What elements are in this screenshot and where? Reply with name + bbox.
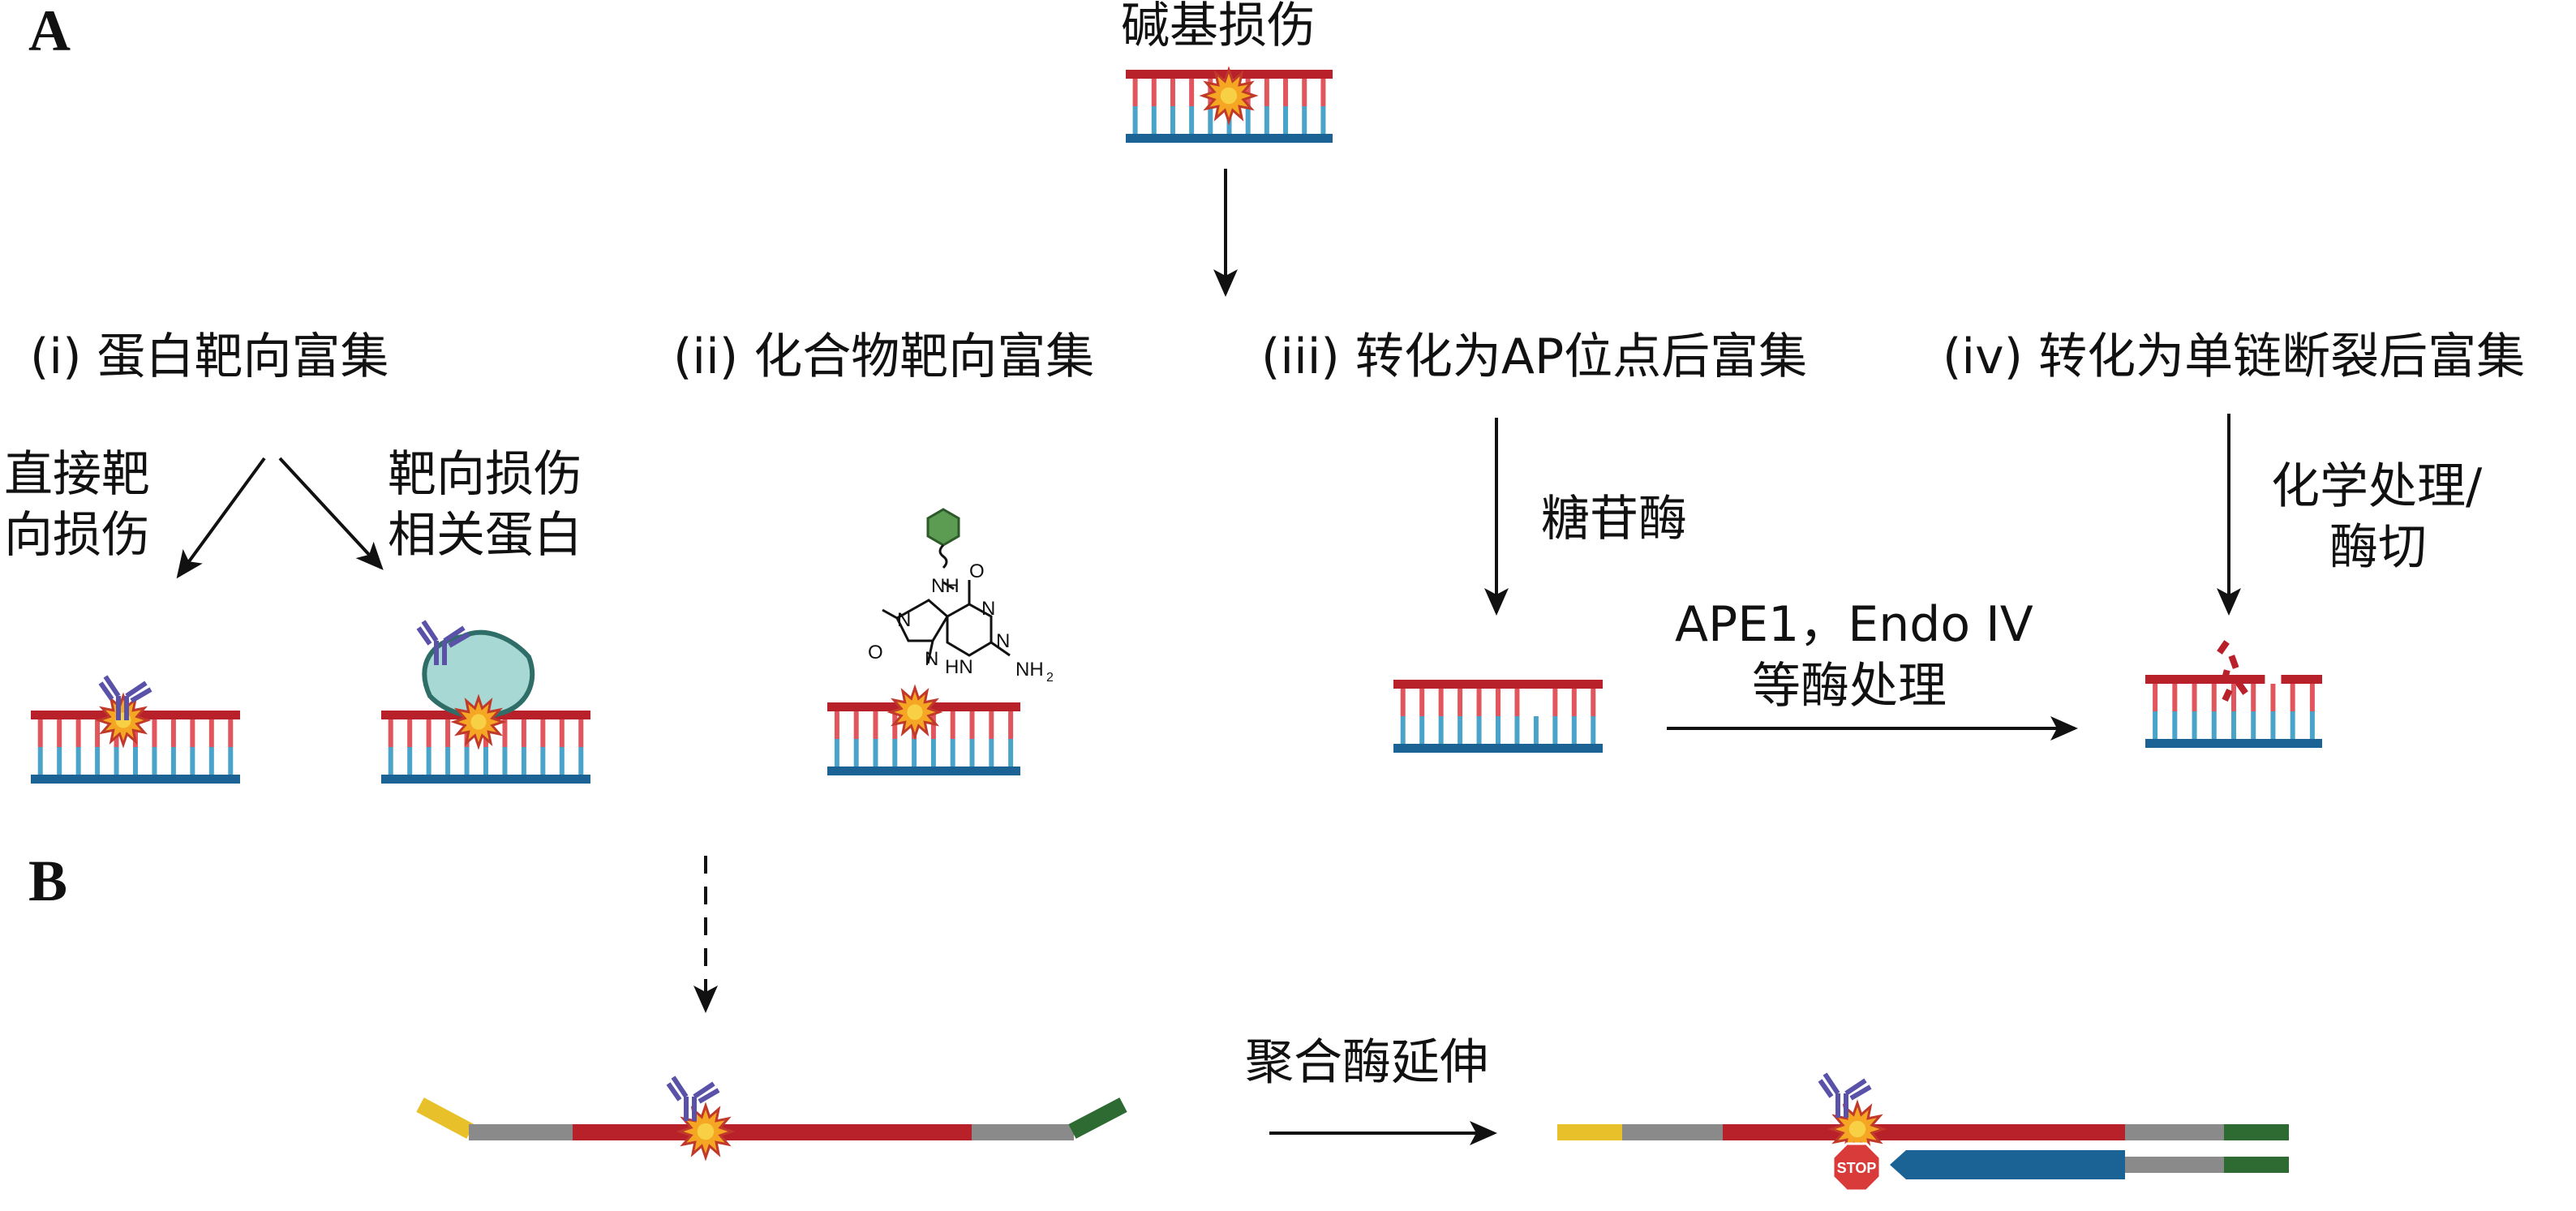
panel-label-a: A	[28, 0, 71, 63]
branch-right-line2: 相关蛋白	[388, 507, 582, 564]
adapter-yellow	[416, 1097, 474, 1139]
strategy-i-label: (i) 蛋白靶向富集	[30, 329, 389, 385]
antibody-b-right	[1818, 1072, 1872, 1118]
chem-o2: O	[868, 642, 883, 663]
glycosylase-label: 糖苷酶	[1541, 491, 1687, 548]
stop-sign-icon: STOP	[1831, 1142, 1882, 1192]
damage-star-i-right	[450, 694, 507, 750]
branch-right-line1: 靶向损伤	[388, 446, 582, 503]
damage-star	[1199, 66, 1259, 126]
chem-nh: NH	[931, 575, 960, 597]
polymerase-label: 聚合酶延伸	[1245, 1034, 1488, 1091]
ape-label-line1: APE1，Endo IV	[1675, 596, 2033, 653]
damage-star-ii	[887, 684, 943, 741]
compound-structure: NH N N O O N HN N NH 2	[868, 508, 1054, 685]
chem-o1: O	[969, 560, 985, 582]
chem-treat-line2: 酶切	[2329, 519, 2427, 576]
branch-left-line2: 向损伤	[4, 507, 150, 564]
hexagon-tag-icon	[926, 508, 960, 547]
dna-duplex-strand-break	[2145, 675, 2322, 748]
antibody-i-left	[98, 675, 152, 720]
broken-fragments	[2217, 640, 2248, 702]
chem-n1: N	[897, 609, 911, 631]
branch-left-line1: 直接靶	[4, 446, 150, 503]
damage-star-b-left	[676, 1101, 736, 1162]
chem-hn: HN	[945, 656, 973, 678]
antibody-b-left	[666, 1076, 720, 1121]
adapter-strand-left	[416, 1097, 1127, 1140]
ext-green-top	[2224, 1124, 2289, 1140]
adapter-gray-left	[469, 1124, 574, 1140]
chem-treat-line1: 化学处理/	[2271, 458, 2483, 515]
chem-n2: N	[981, 598, 995, 620]
strategy-iv-label: (iv) 转化为单链断裂后富集	[1943, 329, 2525, 385]
ext-gray-bottom	[2125, 1157, 2226, 1173]
chem-n4: N	[996, 630, 1010, 652]
damage-star-i-left	[95, 692, 152, 749]
ext-gray-left	[1622, 1124, 1724, 1140]
linker-wavy	[938, 543, 948, 569]
compound-bonds	[882, 580, 1011, 664]
arrow-branch-left	[176, 457, 266, 579]
ext-green-bottom	[2224, 1157, 2289, 1173]
dna-duplex-ap-site	[1393, 680, 1603, 753]
ext-yellow	[1557, 1124, 1624, 1140]
adapter-gray-right	[972, 1124, 1074, 1140]
ext-red	[1723, 1124, 2127, 1140]
antibody-i-right	[416, 620, 470, 665]
ext-gray-right	[2125, 1124, 2226, 1140]
strategy-iii-label: (iii) 转化为AP位点后富集	[1261, 329, 1807, 385]
ape-label-line2: 等酶处理	[1752, 658, 1947, 715]
adapter-green	[1068, 1097, 1127, 1139]
chem-nh2: NH	[1015, 659, 1044, 681]
stop-sign-text: STOP	[1837, 1160, 1877, 1176]
arrow-branch-right	[278, 457, 384, 570]
template-red	[573, 1124, 973, 1140]
strategy-ii-label: (ii) 化合物靶向富集	[673, 329, 1094, 385]
chem-n3: N	[925, 648, 938, 670]
base-damage-title: 碱基损伤	[1121, 0, 1316, 54]
panel-label-b: B	[28, 848, 67, 913]
extended-duplex	[1557, 1124, 2289, 1179]
nascent-strand-blue	[1890, 1150, 2125, 1179]
chem-nh2-sub: 2	[1046, 671, 1054, 685]
